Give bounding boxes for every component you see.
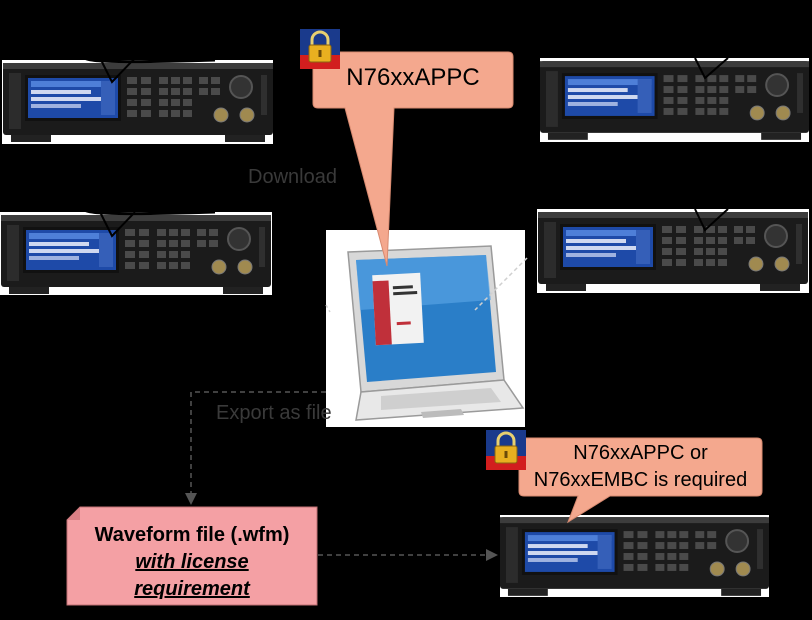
instrument-top-right: [540, 58, 809, 142]
laptop: [326, 230, 525, 427]
top-callout-text: N76xxAPPC: [346, 64, 480, 91]
instrument-mid-right: [537, 209, 809, 293]
waveform-file-title: Waveform file (.wfm): [94, 524, 290, 546]
download-label: Download: [248, 166, 337, 188]
bottom-callout-line2: N76xxEMBC is required: [533, 469, 748, 491]
bottom-callout-line1: N76xxAPPC or: [573, 442, 708, 464]
instrument-bottom-right: [500, 515, 769, 597]
waveform-file-line2: with license: [135, 551, 249, 573]
waveform-file-label: Waveform file (.wfm) with license requir…: [67, 522, 317, 603]
waveform-file-line3: requirement: [134, 578, 250, 600]
instrument-top-left: [2, 60, 273, 144]
instrument-mid-left: [0, 212, 272, 295]
export-label: Export as file: [216, 402, 332, 424]
